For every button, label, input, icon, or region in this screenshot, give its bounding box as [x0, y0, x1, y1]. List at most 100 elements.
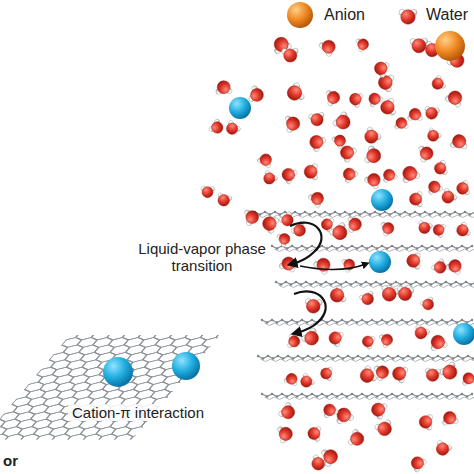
water-molecule: [420, 296, 437, 312]
water-molecule: [441, 410, 458, 425]
water-molecule: [328, 285, 347, 306]
water-molecule: [428, 333, 448, 351]
water-molecule: [328, 221, 351, 243]
water-molecule: [418, 144, 434, 162]
water-molecule: [410, 38, 428, 53]
water-molecule: [364, 170, 384, 190]
water-molecule: [433, 160, 448, 177]
water-molecule: [408, 108, 423, 120]
water-molecule: [438, 187, 458, 206]
water-molecule: [399, 9, 417, 24]
water-molecule: [307, 189, 327, 209]
cation: [229, 97, 251, 119]
water-molecule: [379, 331, 395, 348]
water-molecule: [278, 402, 299, 423]
water-molecule: [374, 419, 395, 439]
water-molecule: [304, 164, 317, 180]
water-molecule: [248, 85, 266, 104]
water-molecule: [320, 366, 332, 381]
water-molecule: [444, 88, 466, 108]
annotation-label: Cation-π interaction: [68, 404, 208, 421]
water-molecule: [279, 165, 298, 185]
water-molecule: [445, 257, 465, 276]
water-molecule: [340, 165, 359, 184]
transition-arrows: [290, 223, 366, 333]
water-molecule: [318, 36, 339, 57]
water-molecule: [409, 192, 422, 207]
water-molecule: [306, 131, 327, 152]
water-molecule: [406, 252, 420, 269]
water-molecule: [341, 256, 356, 273]
water-molecule: [356, 36, 371, 52]
water-molecule: [438, 361, 461, 383]
water-molecule: [215, 80, 232, 94]
graphene-piece: [0, 323, 267, 452]
cation: [453, 323, 474, 345]
water-molecule: [424, 127, 442, 144]
water-molecule: [426, 179, 444, 195]
water-molecule: [399, 164, 421, 184]
water-molecule: [431, 258, 450, 277]
water-molecule: [285, 114, 301, 132]
water-molecule: [416, 220, 433, 235]
water-molecule: [374, 363, 391, 382]
water-molecule: [331, 132, 349, 150]
water-molecule: [390, 364, 408, 384]
water-molecule: [381, 167, 398, 183]
water-molecule: [215, 192, 232, 208]
water-molecule: [277, 424, 294, 443]
water-molecule: [347, 90, 363, 108]
water-molecule: [454, 221, 471, 239]
water-molecule: [361, 126, 382, 147]
legend-label: Water: [426, 6, 468, 24]
water-molecule: [379, 285, 399, 303]
water-molecule: [223, 119, 241, 137]
cation: [172, 352, 200, 380]
water-molecule: [348, 216, 362, 233]
water-molecule: [284, 82, 305, 104]
cation: [371, 189, 393, 211]
water-molecule: [429, 75, 446, 93]
water-molecule: [308, 112, 325, 127]
water-molecule: [424, 368, 441, 382]
water-molecule: [433, 440, 453, 459]
water-molecule: [307, 425, 321, 441]
cation: [369, 251, 391, 273]
legend-label: Anion: [324, 6, 365, 24]
water-molecule: [200, 186, 214, 198]
water-molecule: [278, 211, 296, 229]
water-molecule: [372, 59, 390, 79]
water-molecule: [244, 208, 260, 226]
water-molecule: [260, 170, 278, 188]
water-molecule: [332, 111, 354, 134]
water-molecule: [283, 371, 299, 386]
water-molecule: [348, 428, 367, 448]
water-molecule: [408, 453, 428, 473]
water-molecule: [379, 98, 396, 117]
cation: [103, 357, 133, 387]
water-molecule: [282, 48, 299, 63]
water-molecule: [304, 298, 322, 314]
water-molecule: [359, 291, 377, 307]
water-molecule: [396, 286, 414, 302]
legend-swatch: [285, 0, 315, 30]
water-molecule: [419, 414, 433, 431]
water-molecule: [327, 329, 344, 348]
annotation-label: Liquid-vapor phase transition: [132, 240, 272, 274]
water-molecule: [256, 151, 274, 168]
water-molecule: [208, 118, 226, 137]
water-molecule: [380, 220, 395, 237]
graphene-sheets: [254, 211, 474, 400]
water-molecule: [321, 402, 339, 419]
water-molecule: [412, 324, 431, 342]
water-molecule: [360, 333, 376, 350]
water-molecule: [450, 134, 468, 150]
water-molecule: [424, 106, 440, 120]
water-molecule: [287, 333, 301, 349]
water-molecule: [364, 145, 383, 166]
water-molecule: [313, 254, 334, 275]
anion: [435, 31, 465, 61]
water-molecule: [377, 73, 395, 93]
water-molecule: [321, 446, 340, 467]
